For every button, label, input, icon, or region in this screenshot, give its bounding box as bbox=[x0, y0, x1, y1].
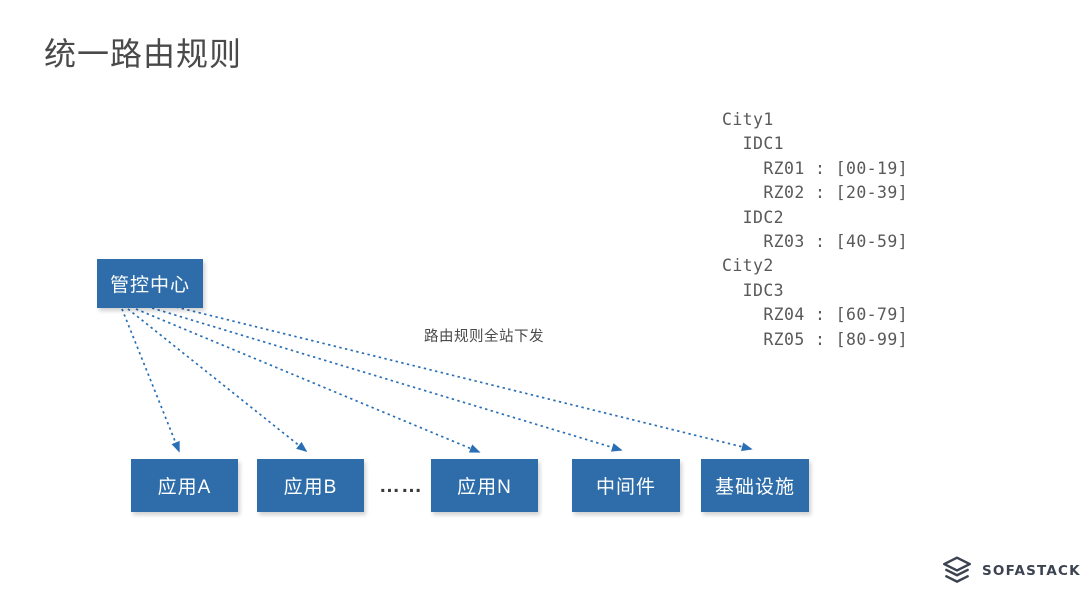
routing-rule-line: RZ02 : [20-39] bbox=[722, 183, 909, 203]
routing-rule-line: IDC1 bbox=[722, 134, 785, 154]
routing-rule-tree: City1 IDC1 RZ01 : [00-19] RZ02 : [20-39]… bbox=[722, 108, 908, 352]
routing-rule-line: IDC2 bbox=[722, 207, 785, 227]
brand-logo: SOFASTACK bbox=[940, 551, 1080, 591]
routing-rule-line: RZ04 : [60-79] bbox=[722, 305, 909, 325]
node-infrastructure[interactable]: 基础设施 bbox=[701, 459, 809, 512]
sofastack-logo-icon bbox=[943, 556, 971, 583]
routing-rule-line: RZ05 : [80-99] bbox=[722, 329, 909, 349]
page-title: 统一路由规则 bbox=[44, 36, 243, 72]
routing-rule-line: City2 bbox=[722, 256, 774, 276]
arrow-to-app-a bbox=[121, 308, 180, 453]
node-middleware[interactable]: 中间件 bbox=[572, 459, 680, 512]
node-app-b[interactable]: 应用B bbox=[257, 459, 364, 512]
logo-text: SOFASTACK bbox=[982, 563, 1080, 579]
node-app-n[interactable]: 应用N bbox=[431, 459, 538, 512]
arrow-to-middleware bbox=[151, 307, 623, 452]
ellipsis-separator: …… bbox=[379, 474, 423, 497]
node-app-a[interactable]: 应用A bbox=[131, 459, 238, 512]
routing-rule-line: IDC3 bbox=[722, 280, 785, 300]
node-control-center[interactable]: 管控中心 bbox=[97, 259, 203, 308]
flow-label: 路由规则全站下发 bbox=[424, 329, 544, 345]
arrow-to-app-b bbox=[127, 308, 308, 453]
routing-rule-line: RZ03 : [40-59] bbox=[722, 232, 909, 252]
routing-rule-line: RZ01 : [00-19] bbox=[722, 158, 909, 178]
routing-rule-line: City1 bbox=[722, 110, 774, 129]
